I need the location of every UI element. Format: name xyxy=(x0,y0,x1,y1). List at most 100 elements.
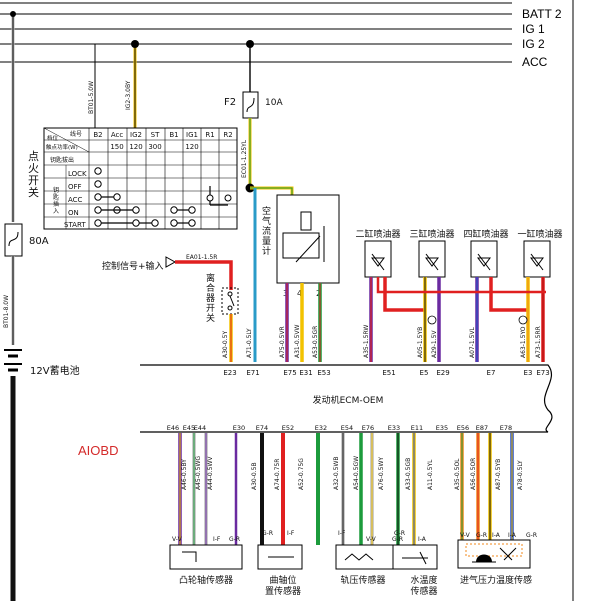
top-wire-a71: A71-0.5LY xyxy=(246,328,253,358)
injectors: 二缸喷油器 三缸喷油器 四缸喷油器 一缸喷油器 xyxy=(355,228,563,362)
bottom-pin-e35: E35 xyxy=(436,424,448,432)
top-wire-a75: A75-0.5VR xyxy=(279,326,286,358)
switch-header-terminal: 线号 xyxy=(70,130,82,138)
coolant-sensor-label: 水温度传感器 xyxy=(410,574,437,597)
ignition-switch: 线号 档位 触点功率(W) 钥匙拔出 B2 Acc IG2 ST B1 IG1 … xyxy=(28,127,238,230)
bottom-pin-e54: E54 xyxy=(341,424,353,432)
switch-title: 点火开关 xyxy=(28,150,39,199)
airflow-pin-4: 4 xyxy=(297,289,302,298)
crank-sensor: G-R I-F 曲轴位置传感器 xyxy=(257,530,303,597)
top-pin-e53: E53 xyxy=(317,369,330,377)
bottom-pin-e30: E30 xyxy=(233,424,245,432)
wire-label-bt-lower: BT01-8.0W xyxy=(3,295,10,328)
switch-header-power: 触点功率(W) xyxy=(46,143,78,151)
bus-label-acc: ACC xyxy=(522,55,548,69)
top-wire-a63: A63-1.5YO xyxy=(520,326,527,358)
top-wire-a05: A05-1.5YB xyxy=(417,327,424,358)
top-pin-e71: E71 xyxy=(246,369,259,377)
top-pin-e31: E31 xyxy=(299,369,312,377)
coolant-pin-gr: G-R xyxy=(394,530,405,537)
switch-col-b2: B2 xyxy=(93,131,102,139)
bus-label-ig2: IG 2 xyxy=(522,37,545,51)
main-fuse-rating: 80A xyxy=(29,236,49,247)
top-pin-e3: E3 xyxy=(524,369,533,377)
ecm-module: E23 E71 E75 E31 E53 E51 E5 E29 E7 E3 E73… xyxy=(140,364,553,433)
bottom-wire-a78: A78-0.5LY xyxy=(517,460,524,490)
cam-sensor: V-V I-F G-R 凸轮轴传感器 xyxy=(169,536,243,586)
rail-pin-gr: G-R xyxy=(392,536,403,543)
bottom-wire-a44: A44-0.5WV xyxy=(207,456,214,490)
bottom-pin-e46: E46 xyxy=(167,424,179,432)
switch-power-ig1: 120 xyxy=(185,143,198,151)
intake-pin-gr: G-R xyxy=(476,532,487,539)
injector-label-4: 四缸喷油器 xyxy=(463,228,508,240)
aiobd-watermark: AIOBD xyxy=(78,443,118,458)
top-pin-e29: E29 xyxy=(436,369,449,377)
switch-pos-acc: ACC xyxy=(68,196,83,204)
switch-header-key: 钥匙拔出 xyxy=(50,156,74,164)
rail-sensor-label: 轨压传感器 xyxy=(340,574,385,586)
top-wire-a30: A30-0.5Y xyxy=(222,331,229,358)
switch-col-b1: B1 xyxy=(169,131,178,139)
switch-power-acc: 150 xyxy=(110,143,123,151)
bottom-wire-labels: A46-0.5BY A45-0.5WG A44-0.5WV A30-0.5B A… xyxy=(181,456,524,490)
bottom-wire-a56: A56-0.5OR xyxy=(470,458,477,490)
injector-label-3: 三缸喷油器 xyxy=(409,228,454,240)
bottom-pin-e52: E52 xyxy=(282,424,294,432)
injector-label-2: 二缸喷油器 xyxy=(355,228,400,240)
bottom-wire-a52: A52-0.75G xyxy=(298,458,305,490)
crank-sensor-label: 曲轴位置传感器 xyxy=(265,574,301,597)
wire-label-bt-upper: BT01-5.0W xyxy=(88,81,95,114)
bottom-pin-e78: E78 xyxy=(500,424,512,432)
intake-sensor: V-V G-R I-A I-A G-R 进气压力温度传感 xyxy=(457,532,537,586)
bottom-pin-e33: E33 xyxy=(388,424,400,432)
top-pin-e23: E23 xyxy=(223,369,236,377)
cam-pin-if: I-F xyxy=(213,536,221,543)
bottom-wire-a87: A87-0.5YB xyxy=(495,459,502,490)
rail-pin-vv: V-V xyxy=(366,536,377,543)
crank-pin-if: I-F xyxy=(287,530,295,537)
cam-pin-gr: G-R xyxy=(229,536,240,543)
wire-label-ea01: EA01-1.5R xyxy=(186,254,217,261)
top-wire-a31: A31-0.5VW xyxy=(294,324,301,358)
bottom-wire-a32: A32-0.5WB xyxy=(333,457,340,491)
bus-label-batt2: BATT 2 xyxy=(522,7,562,21)
bottom-pin-e56: E56 xyxy=(457,424,469,432)
bottom-pin-e32: E32 xyxy=(315,424,327,432)
ecm-label: 发动机ECM-OEM xyxy=(313,394,384,406)
injector-3 xyxy=(418,240,446,278)
bottom-wire-a33: A33-0.5GB xyxy=(405,458,412,490)
switch-col-st: ST xyxy=(151,131,160,139)
switch-col-ig2: IG2 xyxy=(130,131,142,139)
switch-pos-off: OFF xyxy=(68,183,82,191)
injector-label-1: 一缸喷油器 xyxy=(517,228,562,240)
injector-2 xyxy=(364,240,392,278)
bottom-wire-a45: A45-0.5WG xyxy=(195,456,202,490)
top-wire-labels: A30-0.5Y A71-0.5LY A75-0.5VR A31-0.5VW A… xyxy=(222,324,542,358)
switch-side-label: 钥匙插入 xyxy=(53,186,59,215)
top-wire-a73: A73-1.5RR xyxy=(535,326,542,358)
top-pin-e75: E75 xyxy=(283,369,296,377)
ig2-feed: IG2-3.0BY xyxy=(94,40,139,128)
bottom-pin-e45: E45 xyxy=(183,424,195,432)
bottom-pin-e87: E87 xyxy=(476,424,488,432)
switch-pos-on: ON xyxy=(68,209,79,217)
top-pin-e73: E73 xyxy=(536,369,549,377)
cam-pin-vv: V-V xyxy=(172,536,183,543)
rail-pin-if: I-F xyxy=(338,530,346,537)
intake-pin-gr-2: G-R xyxy=(526,532,537,539)
top-pin-e51: E51 xyxy=(382,369,395,377)
top-wire-a29: A29-1.5V xyxy=(431,330,438,358)
switch-pos-lock: LOCK xyxy=(68,170,87,178)
top-pin-e5: E5 xyxy=(420,369,429,377)
switch-col-ig1: IG1 xyxy=(186,131,198,139)
intake-pin-ia-1: I-A xyxy=(492,532,501,539)
intake-sensor-label: 进气压力温度传感 xyxy=(460,574,532,586)
crank-pin-gr: G-R xyxy=(262,530,273,537)
fuse-f2: F2 10A EC01-1.25YL xyxy=(224,40,294,210)
bus-lines: BATT 2 IG 1 IG 2 ACC xyxy=(0,2,562,69)
intake-pin-vv: V-V xyxy=(460,532,471,539)
airflow-leads xyxy=(285,283,322,362)
top-pin-e7: E7 xyxy=(487,369,496,377)
